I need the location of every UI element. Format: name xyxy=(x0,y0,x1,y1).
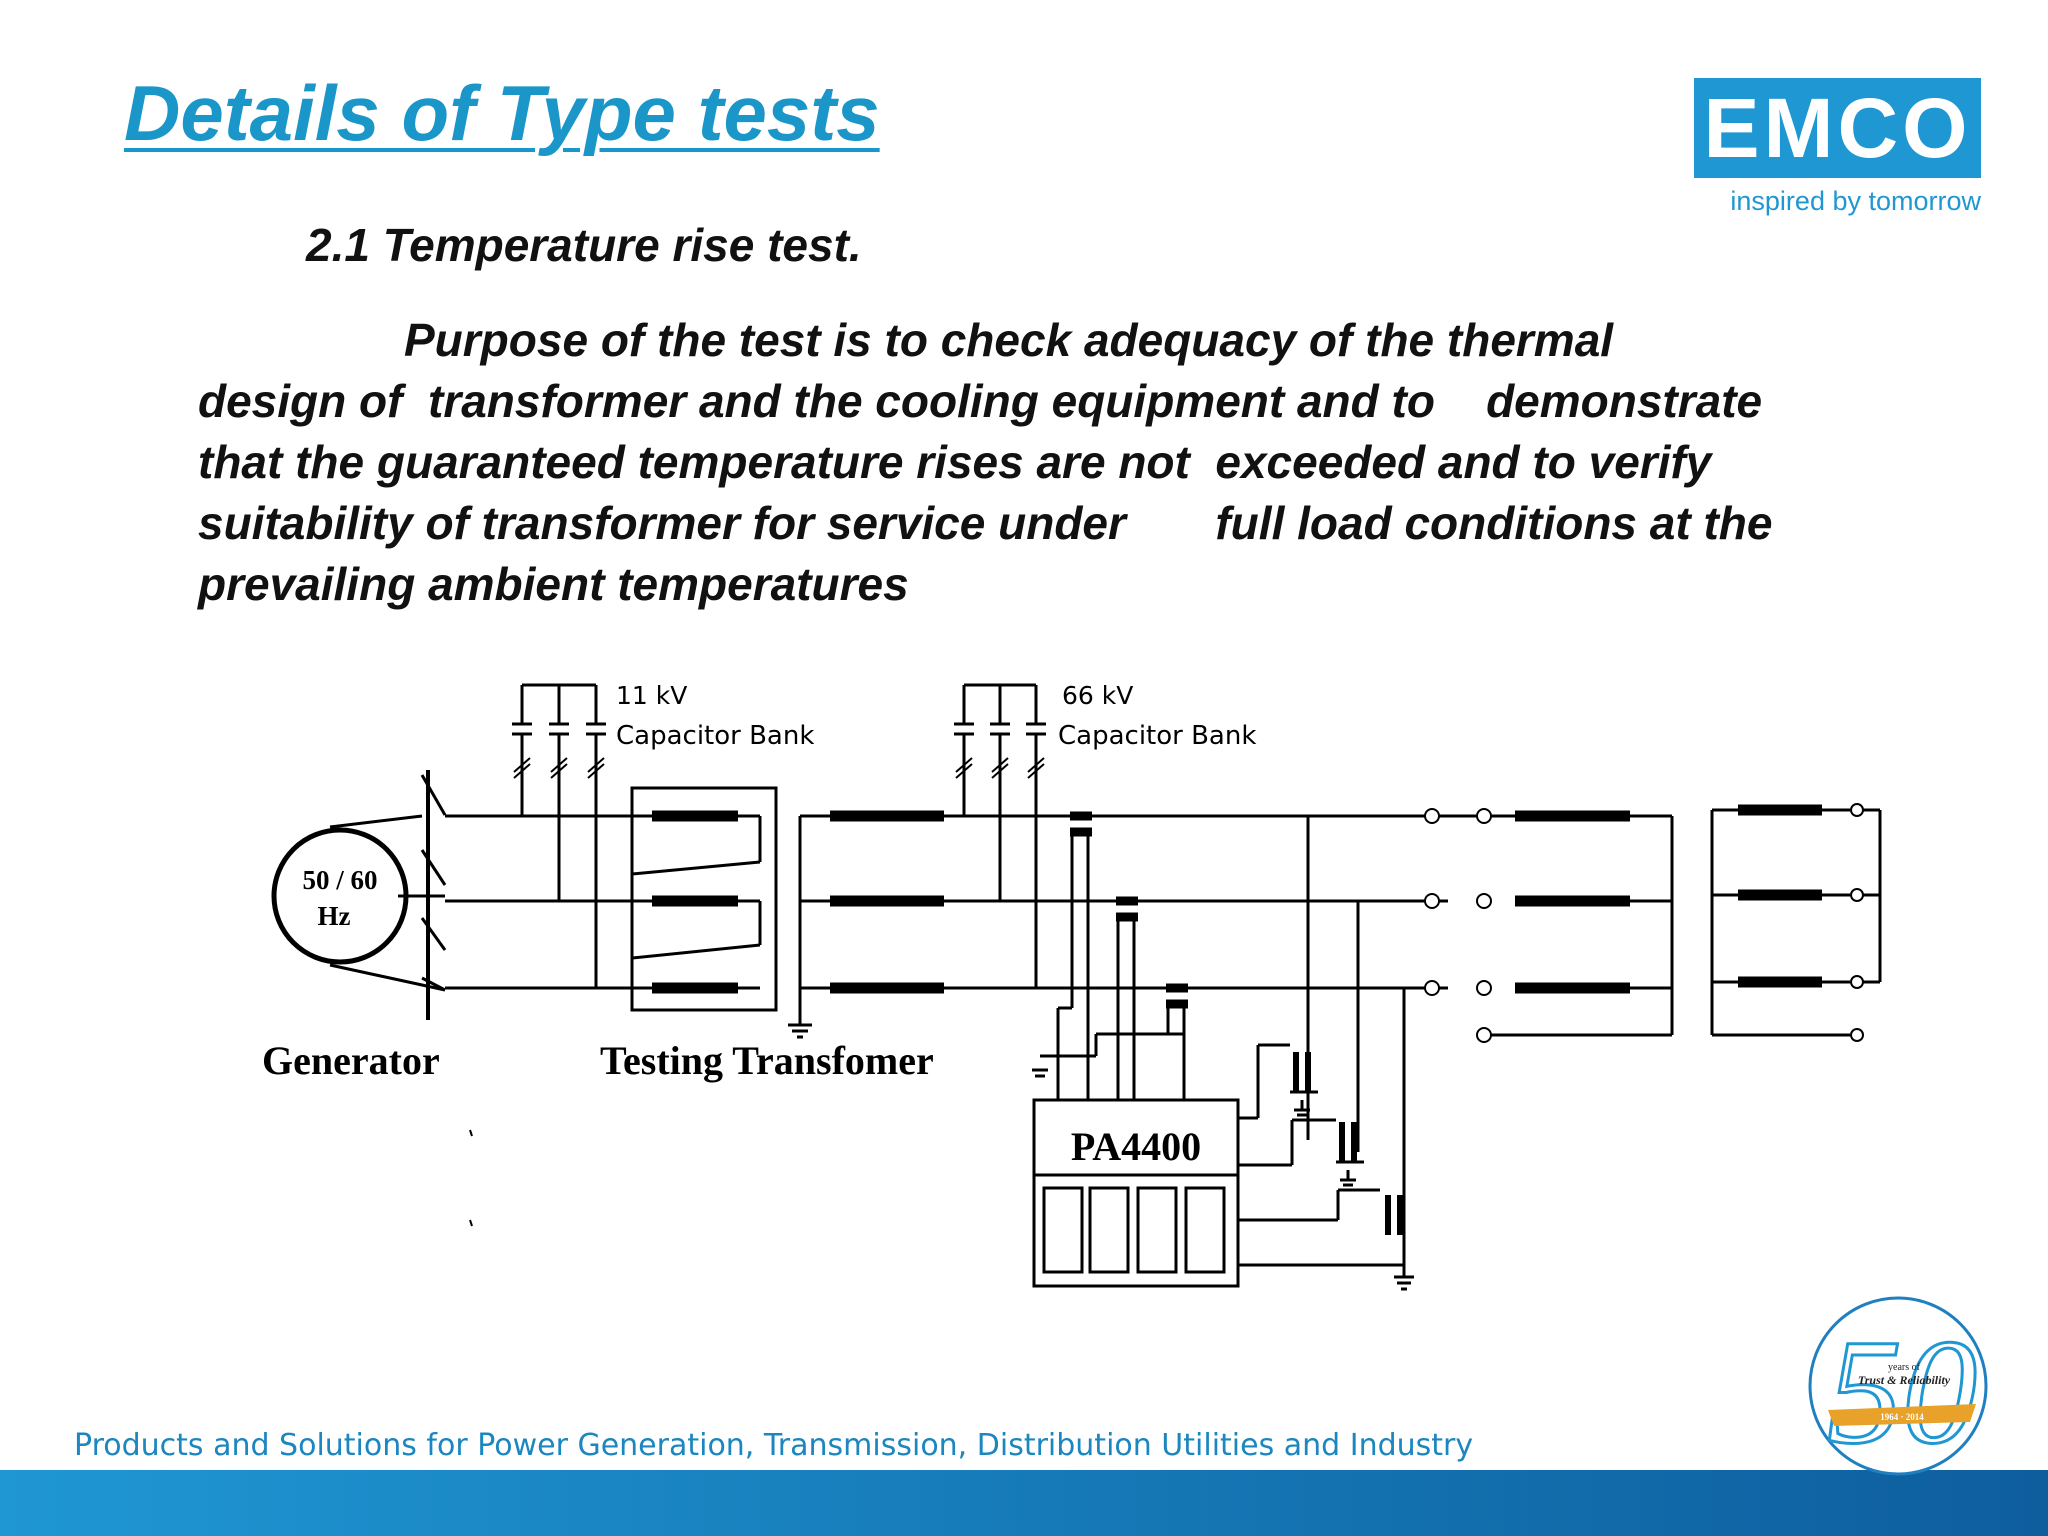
anniversary-seal: 50 1964 · 2014 years of Trust & Reliabil… xyxy=(1808,1296,1988,1477)
anniversary-years: years of xyxy=(1888,1362,1921,1373)
section-heading: 2.1 Temperature rise test. xyxy=(306,219,862,271)
capacitor-bank-66kv xyxy=(954,683,1046,988)
capacitor-bank-66kv-label: Capacitor Bank xyxy=(1058,721,1256,751)
purpose-line: suitability of transformer for service u… xyxy=(198,497,1773,549)
capacitor-bank-11kv xyxy=(512,683,606,988)
capacitor-bank-11kv-label: Capacitor Bank xyxy=(616,721,814,751)
logo-tagline: inspired by tomorrow xyxy=(1730,186,1981,216)
anniversary-span: 1964 · 2014 xyxy=(1880,1412,1924,1422)
generator-frequency: 50 / 60 xyxy=(302,865,377,895)
anniversary-number: 50 xyxy=(1827,1309,1977,1475)
generator-frequency-unit: Hz xyxy=(318,901,351,931)
capacitor-bank-66kv-voltage: 66 kV xyxy=(1062,681,1133,710)
generator-symbol xyxy=(271,770,447,1020)
testing-transformer xyxy=(630,786,778,1012)
purpose-line: Purpose of the test is to check adequacy… xyxy=(404,314,1614,366)
logo-background xyxy=(1694,78,1981,178)
purpose-line: that the guaranteed temperature rises ar… xyxy=(198,436,1712,488)
purpose-line: prevailing ambient temperatures xyxy=(198,558,909,610)
test-circuit-diagram: 11 kV Capacitor Bank 66 kV Capacitor Ban… xyxy=(262,681,1882,1291)
purpose-paragraph: Purpose of the test is to check adequacy… xyxy=(198,310,1958,615)
company-logo: EMCO inspired by tomorrow xyxy=(1694,78,1981,228)
capacitor-bank-11kv-voltage: 11 kV xyxy=(616,681,687,710)
testing-transformer-label: Testing Transfomer xyxy=(600,1038,934,1083)
transformer-under-test xyxy=(1490,803,1882,1042)
anniversary-tagline: Trust & Reliability xyxy=(1858,1373,1951,1387)
generator-label: Generator xyxy=(262,1038,440,1083)
power-analyzer xyxy=(1032,1098,1240,1288)
slide-title: Details of Type tests xyxy=(124,69,880,157)
logo-wordmark: EMCO xyxy=(1703,81,1972,175)
footer-tagline: Products and Solutions for Power Generat… xyxy=(74,1428,1474,1463)
footer-bar xyxy=(0,1470,2048,1536)
purpose-line: design of transformer and the cooling eq… xyxy=(198,375,1763,427)
analyzer-label: PA4400 xyxy=(1071,1124,1201,1169)
